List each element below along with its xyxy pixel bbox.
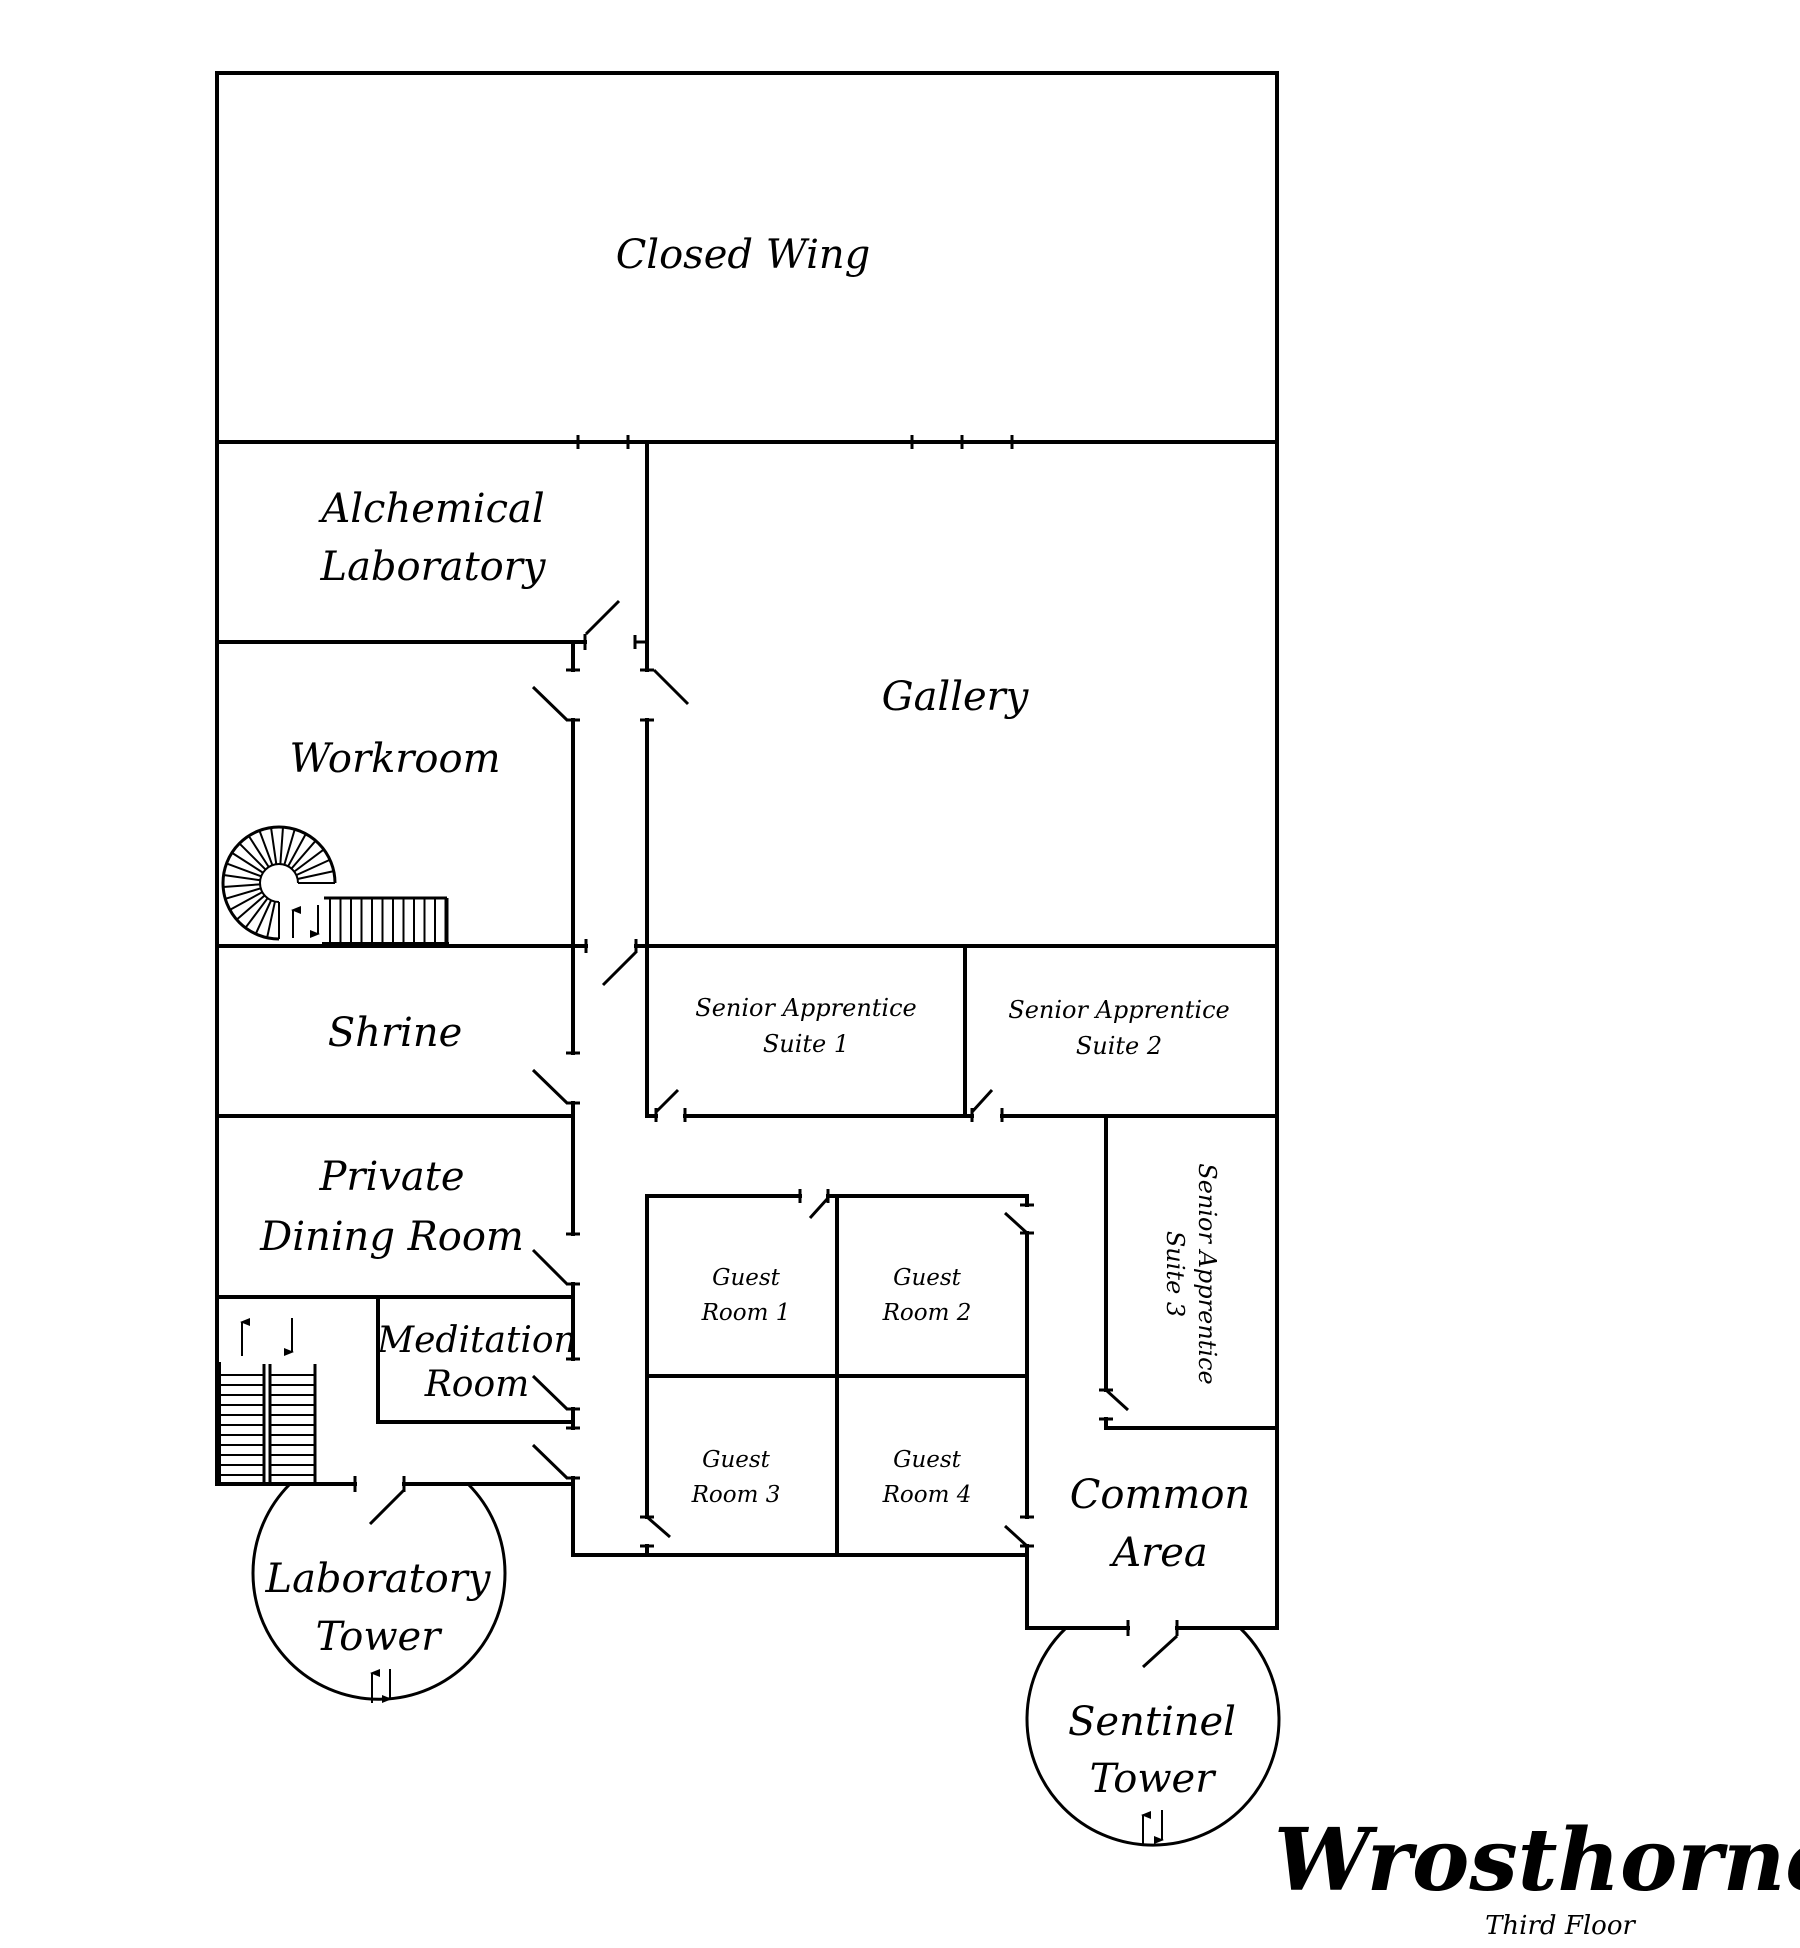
- spiral-tread: [295, 858, 331, 877]
- laboratory-tower: [251, 1482, 507, 1701]
- room-label-dining-room: Dining Room: [259, 1214, 524, 1260]
- sentinel-tower: [1025, 1626, 1281, 1847]
- room-label-guest1-line1: Guest: [712, 1265, 781, 1291]
- stairs-up-arrow-icon: [240, 906, 1151, 1845]
- spiral-tread: [254, 899, 273, 935]
- room-label-workroom: Workroom: [289, 736, 500, 782]
- room-label-private: Private: [318, 1154, 464, 1200]
- closed-wing-walls: [215, 71, 1279, 1630]
- room-label-suite3-line1: Senior Apprentice: [1193, 1163, 1221, 1384]
- spiral-tread: [287, 833, 307, 867]
- room-label-area: Area: [1108, 1530, 1208, 1576]
- dining-meditation-walls: [215, 1248, 1029, 1557]
- spiral-tread: [266, 901, 276, 938]
- common-area-walls: [1025, 1544, 1279, 1669]
- room-label-alchemical: Alchemical: [317, 486, 544, 532]
- room-label-guest2-line1: Guest: [893, 1265, 962, 1291]
- spiral-tread: [231, 851, 264, 874]
- spiral-tread: [270, 827, 278, 865]
- shrine-walls: [215, 1068, 580, 1236]
- suite-walls: [645, 944, 1279, 1430]
- workroom-stairs-icon: [322, 896, 449, 946]
- spiral-tread: [236, 894, 266, 921]
- alchemical-lab-walls: [215, 440, 690, 1118]
- room-label-sentinel: Sentinel: [1068, 1699, 1236, 1745]
- lower-left-stairs-icon: [217, 1362, 317, 1486]
- room-label-guest3-line2: Room 3: [691, 1482, 781, 1508]
- map-title: Wrosthorne: [1274, 1810, 1800, 1911]
- room-label-suite1-line2: Suite 1: [763, 1030, 849, 1058]
- room-label-meditation-room: Room: [424, 1364, 530, 1405]
- spiral-tread: [223, 874, 261, 882]
- room-label-shrine: Shrine: [328, 1010, 463, 1056]
- spiral-tread: [229, 891, 263, 911]
- room-label-guest4-line2: Room 4: [882, 1482, 972, 1508]
- spiral-staircase-icon: [221, 825, 337, 941]
- room-label-laboratory-tower: Laboratory: [265, 1556, 492, 1602]
- guest-room-walls: [640, 1189, 1034, 1557]
- spiral-tread: [279, 827, 284, 865]
- spiral-tread: [297, 870, 334, 880]
- room-label-lab-tower: Tower: [316, 1614, 444, 1660]
- room-label-laboratory: Laboratory: [320, 544, 547, 590]
- room-label-meditation: Meditation: [376, 1320, 577, 1361]
- spiral-tread: [293, 848, 325, 873]
- spiral-tread: [226, 862, 262, 878]
- room-label-suite3-line2: Suite 3: [1161, 1231, 1189, 1317]
- room-label-gallery: Gallery: [882, 674, 1030, 720]
- room-label-sentinel-tower: Tower: [1090, 1756, 1218, 1802]
- room-label-common: Common: [1070, 1472, 1250, 1518]
- spiral-inner-arc: [259, 863, 299, 903]
- spiral-tread: [244, 897, 269, 929]
- room-label-suite2-line2: Suite 2: [1076, 1032, 1162, 1060]
- room-label-guest2-line2: Room 2: [882, 1300, 972, 1326]
- spiral-tread: [223, 883, 261, 888]
- spiral-tread: [238, 842, 267, 871]
- map-subtitle: Third Floor: [1485, 1911, 1636, 1941]
- spiral-tread: [290, 840, 317, 870]
- room-label-suite2-line1: Senior Apprentice: [1008, 996, 1229, 1024]
- stairs-down-arrow-icon: [284, 905, 1164, 1844]
- spiral-tread: [283, 828, 296, 866]
- room-label-closed-wing: Closed Wing: [616, 232, 871, 278]
- room-label-guest3-line1: Guest: [702, 1447, 771, 1473]
- room-label-suite1-line1: Senior Apprentice: [695, 994, 916, 1022]
- room-label-guest4-line1: Guest: [893, 1447, 962, 1473]
- spiral-tread: [224, 887, 262, 900]
- spiral-tread: [247, 835, 270, 868]
- room-label-guest1-line2: Room 1: [701, 1300, 791, 1326]
- spiral-tread: [258, 830, 274, 866]
